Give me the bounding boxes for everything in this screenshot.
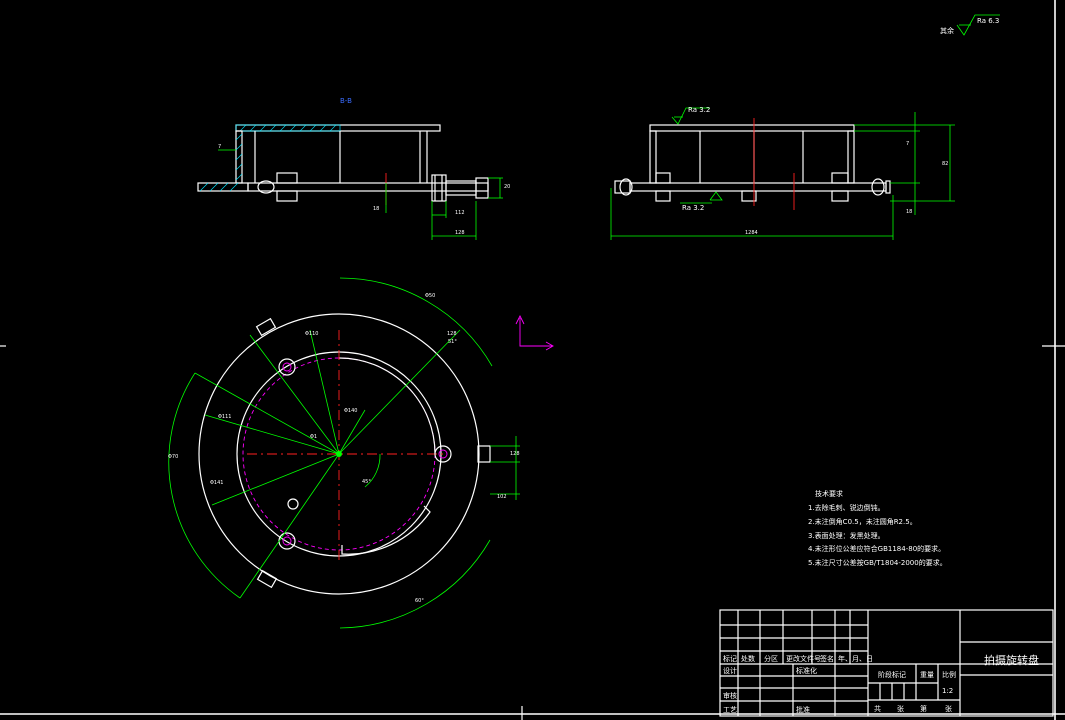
svg-text:张: 张	[897, 704, 904, 713]
right-view-dimensions: 7 18 82 1284	[610, 112, 955, 240]
svg-text:18: 18	[906, 209, 912, 215]
svg-text:Φ111: Φ111	[218, 414, 231, 420]
part-name: 拍摄旋转盘	[984, 653, 1039, 667]
svg-text:Ra 3.2: Ra 3.2	[682, 204, 704, 212]
svg-text:更改文件号: 更改文件号	[786, 654, 821, 663]
plan-view-circle: Φ50 128 Φ110 Φ111 Φ141 Φ1 Φ140 Φ70 45° 6…	[168, 277, 520, 629]
svg-text:128: 128	[455, 230, 465, 236]
svg-text:1:2: 1:2	[942, 687, 953, 695]
title-block: 标记 处数 分区 更改文件号 签名 年、月、日 设计 标准化 审核 工艺 批准 …	[719, 609, 1054, 717]
svg-text:技术要求: 技术要求	[815, 489, 843, 498]
svg-text:60°: 60°	[415, 598, 424, 604]
svg-text:51°: 51°	[448, 339, 457, 345]
svg-text:Φ110: Φ110	[305, 331, 318, 337]
left-view-dimensions: 7 18 20 112 128	[218, 144, 510, 240]
section-label: B-B	[340, 97, 352, 105]
svg-text:第: 第	[920, 704, 927, 713]
svg-text:18: 18	[373, 206, 379, 212]
svg-text:签名: 签名	[820, 654, 834, 663]
roughness-top-symbol: Ra 3.2	[671, 106, 710, 125]
svg-text:82: 82	[942, 161, 948, 167]
svg-text:45°: 45°	[362, 479, 371, 485]
svg-text:设计: 设计	[723, 666, 737, 675]
rim-tabs	[255, 317, 491, 589]
mounting-holes	[278, 358, 452, 550]
svg-text:处数: 处数	[741, 654, 755, 663]
svg-text:审核: 审核	[723, 691, 737, 700]
plan-view-leader-lines	[194, 329, 461, 599]
svg-text:Φ1: Φ1	[310, 434, 317, 440]
svg-text:2.未注倒角C0.5，未注圆角R2.5。: 2.未注倒角C0.5，未注圆角R2.5。	[808, 517, 917, 526]
svg-text:年、月、日: 年、月、日	[838, 654, 873, 663]
svg-text:102: 102	[497, 494, 507, 500]
roughness-bottom-symbol: Ra 3.2	[680, 191, 723, 212]
roughness-rest-symbol: 其余 Ra 6.3	[940, 14, 1000, 36]
svg-text:Φ50: Φ50	[425, 293, 435, 299]
svg-text:分区: 分区	[764, 654, 778, 663]
svg-text:张: 张	[945, 704, 952, 713]
svg-text:标准化: 标准化	[796, 666, 817, 675]
svg-text:128: 128	[510, 451, 520, 457]
svg-text:Φ140: Φ140	[344, 408, 357, 414]
svg-text:Ra 3.2: Ra 3.2	[688, 106, 710, 114]
svg-text:工艺: 工艺	[723, 706, 737, 714]
svg-text:7: 7	[906, 141, 909, 147]
svg-text:Φ141: Φ141	[210, 480, 223, 486]
svg-text:共: 共	[874, 704, 881, 713]
svg-text:1.去除毛刺、锐边倒钝。: 1.去除毛刺、锐边倒钝。	[808, 503, 885, 512]
svg-text:Φ70: Φ70	[168, 454, 178, 460]
svg-text:批准: 批准	[796, 705, 810, 714]
svg-text:重量: 重量	[920, 671, 934, 679]
technical-notes: 技术要求 1.去除毛刺、锐边倒钝。 2.未注倒角C0.5，未注圆角R2.5。 3…	[808, 489, 947, 567]
svg-text:7: 7	[218, 144, 221, 150]
svg-text:20: 20	[504, 184, 510, 190]
svg-text:阶段标记: 阶段标记	[878, 670, 906, 679]
side-view-right: Ra 3.2 Ra 3.2 7 18 82 1284	[610, 106, 955, 240]
svg-text:标记: 标记	[723, 654, 737, 663]
svg-text:其余: 其余	[940, 26, 954, 35]
svg-text:Ra 6.3: Ra 6.3	[977, 17, 999, 25]
ucs-icon	[515, 314, 554, 351]
svg-text:5.未注尺寸公差按GB/T1804-2000的要求。: 5.未注尺寸公差按GB/T1804-2000的要求。	[808, 558, 947, 567]
svg-text:3.表面处理：发黑处理。: 3.表面处理：发黑处理。	[808, 531, 885, 540]
plan-view-dimensions: Φ50 128 Φ110 Φ111 Φ141 Φ1 Φ140 Φ70 45° 6…	[168, 293, 520, 604]
svg-text:1284: 1284	[745, 230, 758, 236]
section-view-left: 7 18 20 112 128	[197, 124, 510, 240]
svg-text:128: 128	[447, 331, 457, 337]
svg-text:4.未注形位公差应符合GB1184-80的要求。: 4.未注形位公差应符合GB1184-80的要求。	[808, 544, 945, 553]
svg-text:比例: 比例	[942, 670, 956, 679]
svg-text:112: 112	[455, 210, 465, 216]
